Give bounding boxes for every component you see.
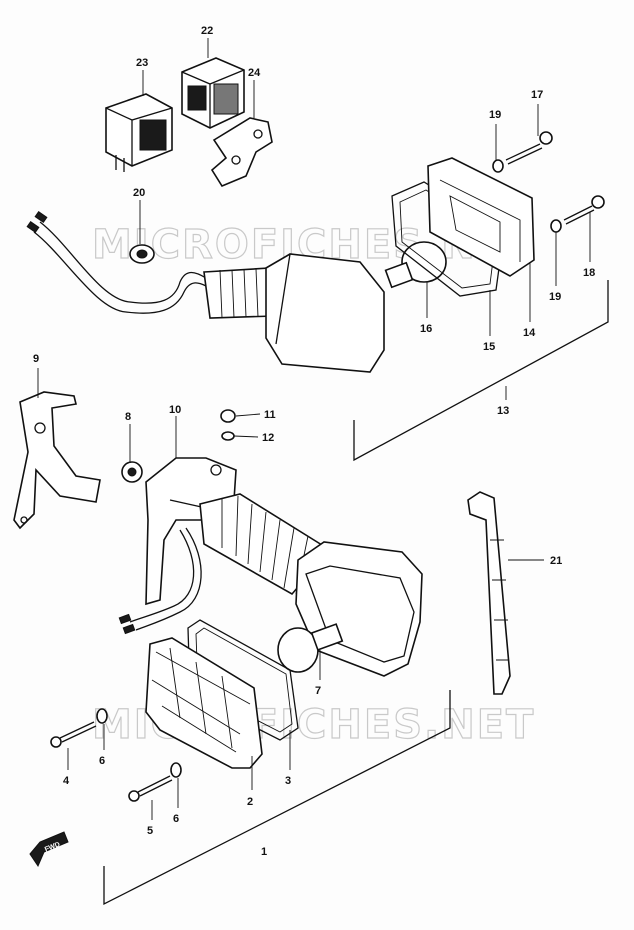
callout-16: 16: [420, 323, 432, 335]
callout-12: 12: [262, 432, 274, 444]
bulb-16: [384, 241, 447, 289]
callout-19-top: 19: [489, 109, 501, 121]
clamp-21: [467, 491, 511, 695]
screw-11: [220, 409, 236, 423]
callout-labels: 1 2 3 4 5 6 6 7 8 9 10 11 12 13 14 15 16…: [33, 25, 595, 858]
callout-20: 20: [133, 187, 145, 199]
callout-6-upper: 6: [99, 755, 105, 767]
relay-23: [105, 93, 173, 172]
bracket-9: [13, 391, 101, 530]
callout-3: 3: [285, 775, 291, 787]
screw-18: [563, 195, 605, 225]
callout-7: 7: [315, 685, 321, 697]
callout-21: 21: [550, 555, 562, 567]
callout-14: 14: [523, 327, 536, 339]
rear-lamp-housing: [265, 253, 385, 373]
nut-8: [121, 461, 143, 483]
callout-23: 23: [136, 57, 148, 69]
screw-4: [50, 721, 97, 748]
callout-1: 1: [261, 846, 267, 858]
bracket-24: [210, 117, 273, 187]
grommet-20: [129, 244, 155, 264]
gasket-15: [391, 181, 505, 297]
fwd-arrow-icon: FWD: [29, 831, 69, 868]
lens-14: [427, 157, 535, 277]
callout-19-side: 19: [549, 291, 561, 303]
screw-5: [128, 775, 173, 802]
front-wiring: [118, 527, 202, 635]
callout-18: 18: [583, 267, 595, 279]
leader-lines: [37, 38, 591, 820]
bulb-7: [277, 623, 344, 673]
washer-6-upper: [96, 708, 108, 724]
callout-10: 10: [169, 404, 181, 416]
screw-17: [505, 131, 553, 165]
relay-22: [181, 57, 245, 129]
lens-2: [145, 637, 263, 769]
callout-2: 2: [247, 796, 253, 808]
callout-13: 13: [497, 405, 509, 417]
rear-wiring: [26, 210, 207, 314]
callout-4: 4: [63, 775, 70, 787]
washer-19-side: [550, 219, 562, 233]
callout-17: 17: [531, 89, 543, 101]
callout-5: 5: [147, 825, 153, 837]
assembly-1-bracket: [103, 690, 451, 906]
rear-housing-stalk: [203, 267, 275, 319]
callout-6-lower: 6: [173, 813, 179, 825]
callout-8: 8: [125, 411, 131, 423]
callout-22: 22: [201, 25, 213, 37]
nut-12: [221, 431, 235, 441]
callout-24: 24: [248, 67, 261, 79]
assembly-13-bracket: [353, 280, 609, 462]
washer-19-top: [492, 159, 504, 173]
callout-9: 9: [33, 353, 39, 365]
callout-15: 15: [483, 341, 495, 353]
callout-11: 11: [264, 409, 276, 421]
washer-6-lower: [170, 762, 182, 778]
